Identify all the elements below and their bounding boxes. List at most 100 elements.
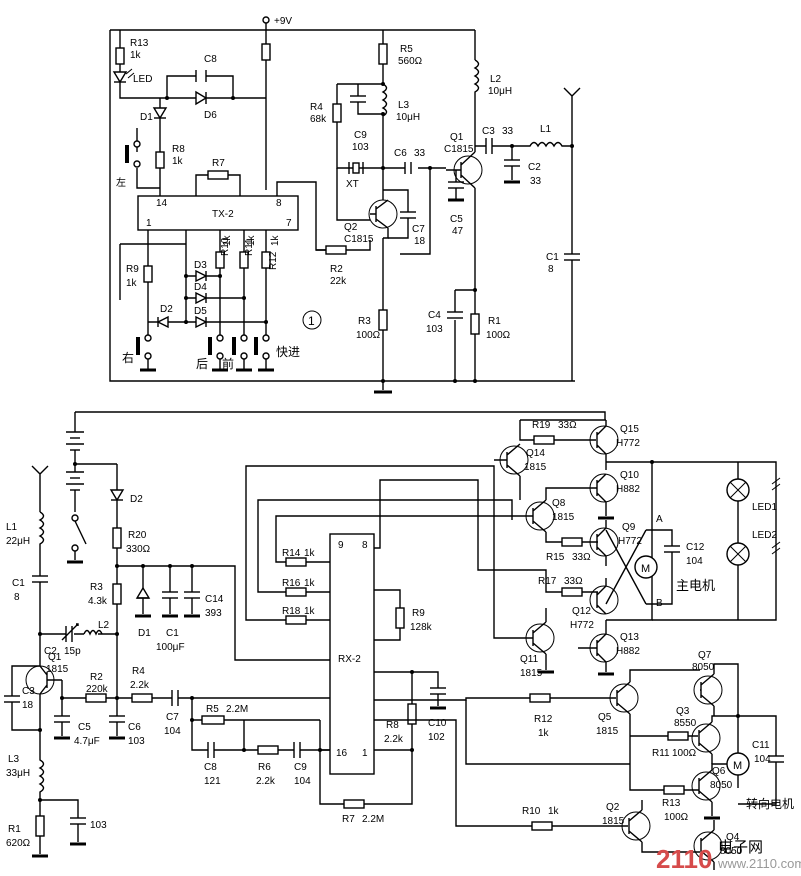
q8-val: 1815 — [552, 512, 575, 523]
q15-val: H772 — [616, 438, 640, 449]
q7-ref: Q7 — [698, 650, 712, 661]
q12-ref: Q12 — [572, 606, 591, 617]
transistor-q2-rx — [621, 811, 651, 841]
l2-ref: L2 — [490, 74, 502, 85]
right-button[interactable] — [136, 322, 156, 372]
q11-val: 1815 — [520, 668, 543, 679]
rx-d2-ref: D2 — [130, 494, 143, 505]
rx-d1-ref: D1 — [138, 628, 151, 639]
resistor-rx-r4 — [131, 693, 153, 703]
rx-r13-val: 100Ω — [664, 812, 689, 823]
front-button[interactable] — [232, 322, 252, 372]
rx-c5-ref: C5 — [78, 722, 91, 733]
diode-d4 — [195, 291, 208, 305]
r5-ref: R5 — [400, 44, 413, 55]
resistor-r15 — [561, 537, 583, 547]
q14-val: 1815 — [524, 462, 547, 473]
c1-ref: C1 — [546, 252, 559, 263]
resistor-r1 — [470, 313, 480, 335]
rx-r9-ref: R9 — [412, 608, 425, 619]
power-switch[interactable] — [71, 514, 79, 522]
left-button[interactable] — [125, 145, 129, 163]
rx-r12-ref: R12 — [534, 714, 553, 725]
rx-c6-val: 103 — [128, 736, 145, 747]
led-icon — [112, 71, 128, 84]
node-a-label: A — [656, 514, 663, 525]
battery-icon — [66, 431, 84, 512]
q6-ref: Q6 — [712, 766, 726, 777]
c9-val: 103 — [352, 142, 369, 153]
resistor-r19 — [533, 435, 555, 445]
tx2-label: TX-2 — [212, 209, 234, 220]
back-button-label: 后 — [196, 357, 208, 371]
r17-val: 33Ω — [564, 576, 583, 587]
c14-val: 393 — [205, 608, 222, 619]
resistor-rx-r11 — [667, 731, 689, 741]
rx-c5-val: 4.7μF — [74, 736, 100, 747]
transistor-q15 — [589, 425, 619, 455]
tx2-ic — [137, 195, 299, 231]
q9-val: H772 — [618, 536, 642, 547]
c12-val: 104 — [686, 556, 703, 567]
resistor-r5 — [378, 43, 388, 65]
inductor-rx-l1 — [38, 511, 45, 576]
r2-ref: R2 — [330, 264, 343, 275]
supply-terminal — [262, 16, 270, 24]
steering-motor-label: 转向电机 — [746, 796, 794, 811]
r16-ref: R16 — [282, 578, 301, 589]
inductor-l3 — [381, 83, 388, 168]
resistor-rx-r3 — [112, 583, 122, 605]
q4-ref: Q4 — [726, 832, 740, 843]
rx-l3-ref: L3 — [8, 754, 20, 765]
q1-ref: Q1 — [450, 132, 464, 143]
fast-button-label: 快进 — [276, 345, 300, 359]
rx-r6-val: 2.2k — [256, 776, 276, 787]
tx2-pin8: 8 — [276, 198, 282, 209]
resistor-r13 — [115, 47, 125, 65]
rx-c3-ref: C3 — [22, 686, 35, 697]
rx-c2-ref: C2 — [44, 646, 57, 657]
resistor-rx-r10 — [531, 821, 553, 831]
resistor-r2 — [325, 245, 347, 255]
resistor-r14 — [285, 557, 307, 567]
rx2-pin9: 9 — [338, 540, 344, 551]
c6-val: 33 — [414, 148, 426, 159]
c5-ref: C5 — [450, 214, 463, 225]
q3-ref: Q3 — [676, 706, 690, 717]
rx-r4-ref: R4 — [132, 666, 145, 677]
r20-val: 330Ω — [126, 544, 151, 555]
rx-q1-ref: Q1 — [48, 652, 62, 663]
r14-ref: R14 — [282, 548, 301, 559]
r14-val: 1k — [304, 548, 316, 559]
q4-val: 8050 — [720, 846, 743, 857]
rx-q2-val: 1815 — [602, 816, 625, 827]
rx-r3-ref: R3 — [90, 582, 103, 593]
rx-r5-val: 2.2M — [226, 704, 248, 715]
resistor-rx-r13 — [663, 785, 685, 795]
left-button-label: 左 — [116, 176, 126, 189]
c2-val: 33 — [530, 176, 542, 187]
r9-ref: R9 — [126, 264, 139, 275]
rx-r2-val: 220k — [86, 684, 109, 695]
rx-c3-val: 18 — [22, 700, 34, 711]
rx-r2-ref: R2 — [90, 672, 103, 683]
resistor-rx-r9 — [395, 607, 405, 629]
q15-ref: Q15 — [620, 424, 639, 435]
resistor-r17 — [561, 587, 583, 597]
crystal-xt — [352, 162, 360, 174]
back-button[interactable] — [208, 322, 228, 372]
r16-val: 1k — [304, 578, 316, 589]
diode-d5 — [195, 315, 208, 329]
rx2-label: RX-2 — [338, 654, 361, 665]
fast-button[interactable] — [254, 322, 274, 372]
r12-val: 1k — [270, 234, 281, 246]
c5-val: 47 — [452, 226, 464, 237]
resistor-r16 — [285, 587, 307, 597]
receiver-circuit: D2 R20 330Ω R3 4.3k D1 C1 100μF C14 — [4, 411, 794, 870]
transistor-q3 — [691, 723, 721, 753]
transistor-q5 — [609, 683, 639, 713]
d4-ref: D4 — [194, 282, 207, 293]
rx2-pin1: 1 — [362, 748, 368, 759]
r4-ref: R4 — [310, 102, 323, 113]
